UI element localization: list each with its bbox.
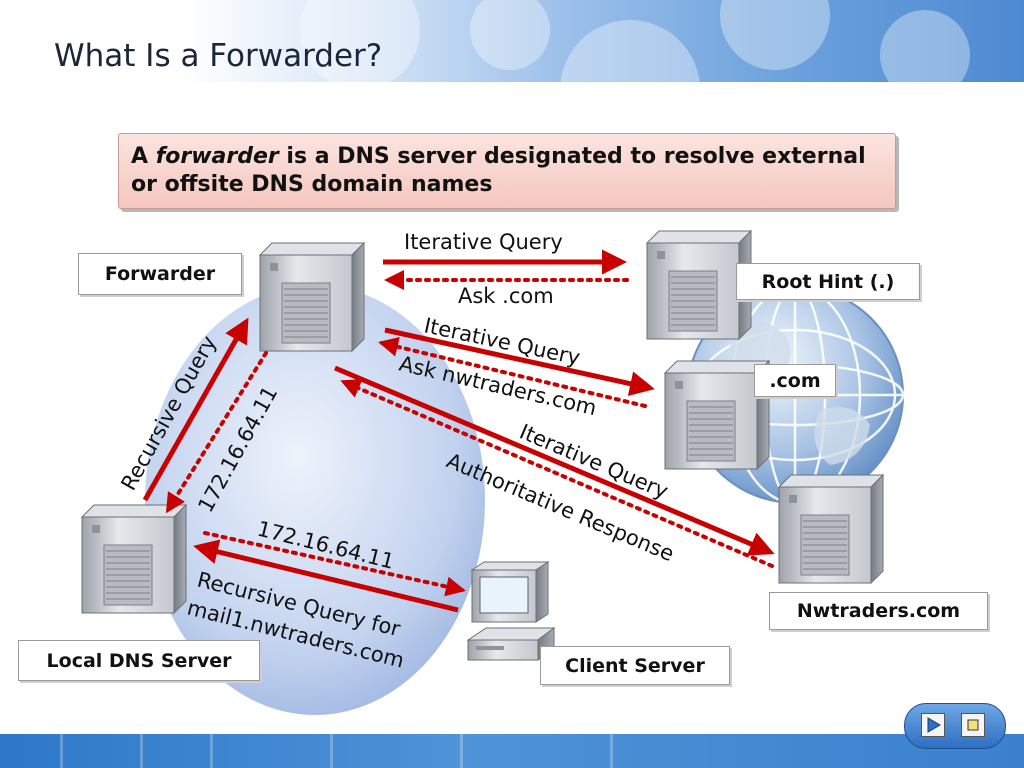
stop-button[interactable] <box>961 713 985 737</box>
computer-icon <box>466 561 556 661</box>
label-nwtraders: Nwtraders.com <box>769 592 988 630</box>
definition-term: forwarder <box>155 144 279 169</box>
nwtraders-server-icon <box>778 474 884 584</box>
definition-box: A forwarder is a DNS server designated t… <box>118 133 896 209</box>
arrow-iterative-com <box>384 327 655 396</box>
arrow-recursive-query <box>142 317 249 502</box>
local-dns-server-icon <box>81 504 187 614</box>
arrow-client-query <box>193 539 459 613</box>
label-client-server: Client Server <box>540 646 730 685</box>
footer-bar <box>0 734 1024 768</box>
header-banner: What Is a Forwarder? <box>0 0 1024 82</box>
arrow-ip-response <box>165 351 268 514</box>
arrow-ask-nwtraders <box>378 337 647 408</box>
arrow-ip-to-client <box>203 531 466 597</box>
slide-title: What Is a Forwarder? <box>54 38 383 74</box>
network-ellipse <box>145 285 485 715</box>
arrow-authoritative-response <box>340 379 774 568</box>
label-forwarder: Forwarder <box>78 253 242 295</box>
stop-icon <box>967 719 979 731</box>
slide-navigation <box>904 703 1006 749</box>
arrow-iterative-nwtraders <box>334 365 775 556</box>
flow-ask-com: Ask .com <box>458 284 554 308</box>
definition-rest: is a DNS server designated to resolve ex… <box>131 144 866 197</box>
definition-lead: A <box>131 144 156 169</box>
label-root-hint: Root Hint (.) <box>736 263 920 300</box>
flow-iterative-query-1: Iterative Query <box>404 230 563 254</box>
forwarder-server-icon <box>259 242 365 352</box>
play-button[interactable] <box>921 713 945 737</box>
play-icon <box>927 717 941 733</box>
label-com: .com <box>754 364 836 397</box>
label-local-dns-server: Local DNS Server <box>18 640 260 681</box>
